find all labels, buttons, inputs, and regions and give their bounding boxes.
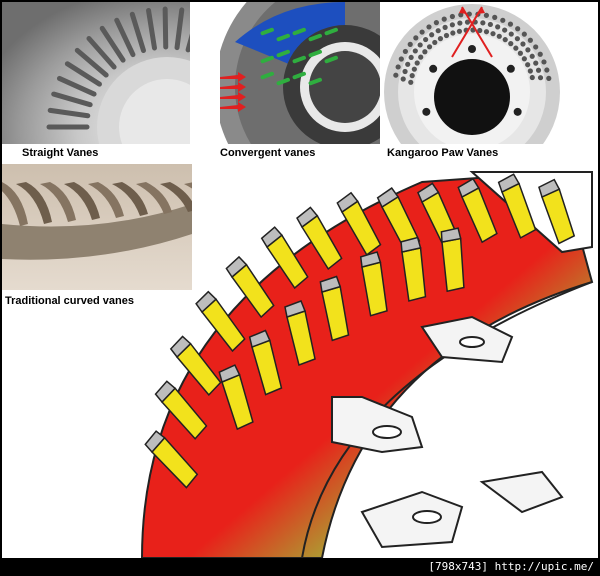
caption-straight-vanes: Straight Vanes (22, 147, 99, 159)
traditional-curved-vanes-photo (2, 164, 192, 290)
image-source-footer: [798x743] http://upic.me/ (428, 560, 594, 573)
convergent-vanes-diagram (220, 2, 380, 144)
caption-convergent-vanes: Convergent vanes (220, 147, 316, 159)
caption-traditional-curved-vanes: Traditional curved vanes (5, 295, 134, 307)
caption-kangaroo-paw-vanes: Kangaroo Paw Vanes (387, 147, 499, 159)
kangaroo-paw-vanes-photo (382, 2, 562, 144)
image-frame: Straight Vanes Convergent vanes Kangaroo… (2, 2, 598, 558)
curved-vanes-heat-diagram (2, 152, 598, 558)
straight-vanes-photo (2, 2, 190, 144)
